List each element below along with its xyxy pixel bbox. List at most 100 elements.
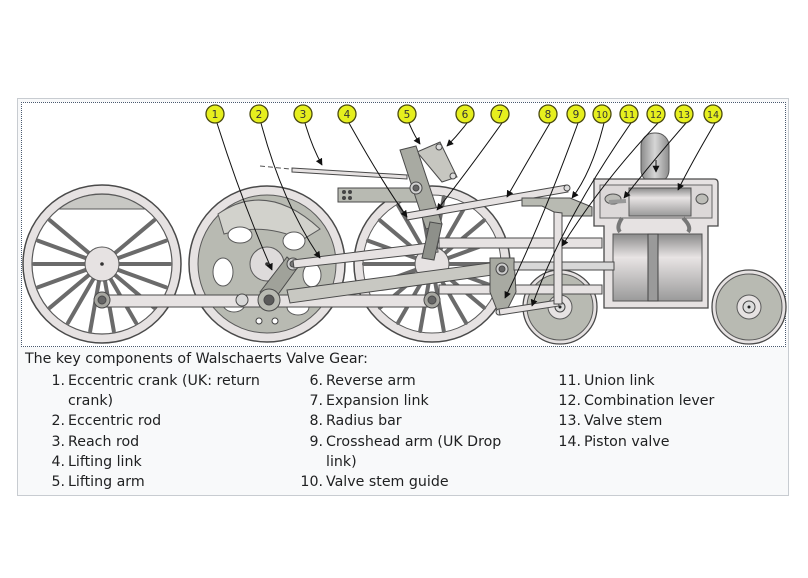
- item-label: Lifting arm: [68, 474, 145, 491]
- item-number: 3.: [51, 433, 65, 450]
- wheel-spoke: [113, 218, 157, 256]
- item-label: Piston valve: [584, 433, 670, 450]
- callout-number: 10: [596, 110, 608, 121]
- callout-marker-1: 1: [205, 104, 225, 124]
- callout-marker-9: 9: [566, 104, 586, 124]
- list-item: 8.Radius bar: [283, 411, 513, 431]
- item-label: Reverse arm: [326, 373, 416, 389]
- callout-circle: [205, 104, 225, 124]
- wheel-spoke: [36, 238, 89, 261]
- item-label: Radius bar: [326, 413, 402, 430]
- callout-marker-2: 2: [249, 104, 269, 124]
- item-number: 2.: [51, 413, 65, 430]
- callout-number: 2: [256, 109, 263, 121]
- component-list-column-1: 1.Eccentric crank (UK: return crank) 2.E…: [25, 371, 275, 492]
- callout-number: 6: [462, 109, 469, 121]
- item-label: Combination lever: [584, 393, 715, 410]
- callout-number: 3: [300, 109, 307, 121]
- item-number: 12.: [558, 393, 581, 410]
- callout-number: 9: [573, 109, 580, 121]
- item-number: 5.: [51, 474, 65, 491]
- list-item: 4.Lifting link: [25, 452, 275, 472]
- wheel-spoke: [88, 278, 102, 333]
- list-item: 1.Eccentric crank (UK: return crank): [25, 371, 275, 411]
- caption-title: The key components of Walschaerts Valve …: [25, 351, 368, 367]
- callout-circle: [397, 104, 417, 124]
- leading-driving-wheel: [22, 184, 182, 344]
- list-item: 12.Combination lever: [541, 391, 771, 411]
- list-item: 3.Reach rod: [25, 432, 275, 452]
- callout-number: 7: [497, 109, 504, 121]
- wheel-spoke: [47, 218, 91, 256]
- list-item: 2.Eccentric rod: [25, 411, 275, 431]
- callout-leader-lines: [216, 122, 716, 307]
- callout-number: 12: [650, 110, 662, 121]
- list-item: 9.Crosshead arm (UK Drop link): [283, 432, 513, 472]
- component-list-column-2: 6.Reverse arm 7.Expansion link 8.Radius …: [283, 371, 513, 492]
- callout-circle: [703, 104, 723, 124]
- item-number: 11.: [558, 373, 581, 389]
- callout-circle: [566, 104, 586, 124]
- item-number: 8.: [309, 413, 323, 430]
- callout-marker-6: 6: [455, 104, 475, 124]
- callout-circle: [490, 104, 510, 124]
- callout-marker-11: 11: [619, 104, 639, 124]
- callout-number: 13: [678, 110, 690, 121]
- list-item: 13.Valve stem: [541, 411, 771, 431]
- callout-marker-10: 10: [592, 104, 612, 124]
- callout-circle: [538, 104, 558, 124]
- list-item: 11.Union link: [541, 371, 771, 391]
- callout-circle: [646, 104, 666, 124]
- callout-marker-4: 4: [337, 104, 357, 124]
- item-label: Union link: [584, 373, 655, 389]
- callout-number: 14: [707, 110, 719, 121]
- item-label: Valve stem guide: [326, 474, 449, 491]
- list-item: 14.Piston valve: [541, 432, 771, 452]
- item-number: 10.: [300, 474, 323, 491]
- callout-circle: [619, 104, 639, 124]
- item-label: Eccentric rod: [68, 413, 162, 430]
- item-label: Reach rod: [68, 433, 140, 450]
- callout-marker-14: 14: [703, 104, 723, 124]
- list-item: 6.Reverse arm: [283, 371, 513, 391]
- callout-number: 11: [623, 110, 635, 121]
- item-number: 4.: [51, 453, 65, 470]
- callout-marker-8: 8: [538, 104, 558, 124]
- callout-marker-3: 3: [293, 104, 313, 124]
- callout-marker-5: 5: [397, 104, 417, 124]
- callout-circle: [674, 104, 694, 124]
- item-number: 14.: [558, 433, 581, 450]
- item-number: 1.: [51, 373, 65, 389]
- callout-circle: [592, 104, 612, 124]
- callout-circle: [249, 104, 269, 124]
- list-item: 7.Expansion link: [283, 391, 513, 411]
- item-label: Valve stem: [584, 413, 663, 430]
- figure-caption: The key components of Walschaerts Valve …: [25, 349, 785, 490]
- list-item: 10.Valve stem guide: [283, 472, 513, 492]
- item-label: Expansion link: [326, 393, 429, 410]
- front-bogie-wheel: [711, 269, 787, 345]
- callout-circle: [293, 104, 313, 124]
- callout-circle: [337, 104, 357, 124]
- wheel-spoke: [115, 238, 168, 261]
- callout-marker-12: 12: [646, 104, 666, 124]
- callout-marker-7: 7: [490, 104, 510, 124]
- item-number: 9.: [309, 433, 323, 450]
- wheel-spoke: [432, 278, 446, 333]
- item-number: 6.: [309, 373, 323, 389]
- component-list-column-3: 11.Union link 12.Combination lever 13.Va…: [541, 371, 771, 452]
- item-number: 13.: [558, 413, 581, 430]
- item-label: Crosshead arm (UK Drop link): [326, 433, 502, 470]
- item-label: Eccentric crank (UK: return crank): [68, 373, 260, 410]
- wheel-spoke: [47, 272, 91, 310]
- callout-circle: [455, 104, 475, 124]
- callout-number: 1: [212, 109, 219, 121]
- callout-number: 8: [545, 109, 552, 121]
- item-number: 7.: [309, 393, 323, 410]
- cylinder-assembly: [593, 132, 719, 309]
- wheel-spoke: [115, 267, 168, 290]
